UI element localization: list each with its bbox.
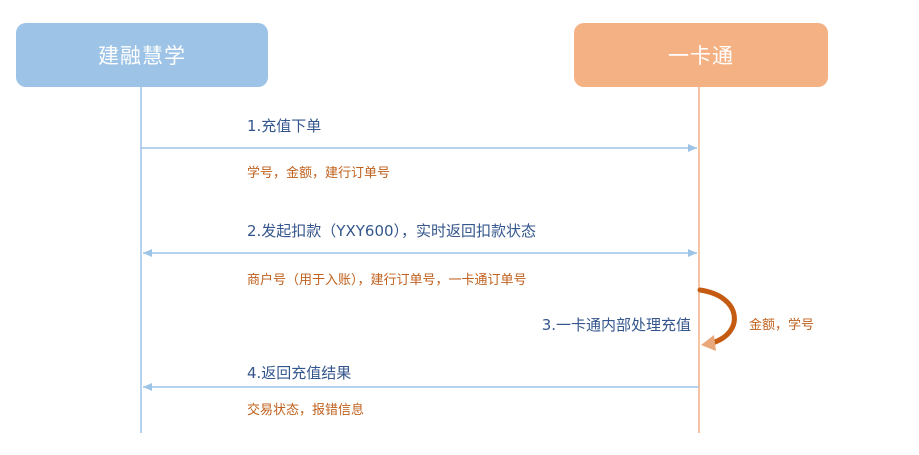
participant-box-yikatong: 一卡通 — [574, 23, 828, 87]
message-3-self-arrow — [697, 287, 737, 346]
message-2-title: 2.发起扣款（YXY600），实时返回扣款状态 — [247, 222, 536, 240]
message-2-note: 商户号（用于入账），建行订单号，一卡通订单号 — [247, 272, 527, 288]
participant-box-jianrong: 建融慧学 — [16, 23, 268, 87]
message-1-title: 1.充值下单 — [247, 117, 321, 135]
message-4-title: 4.返回充值结果 — [247, 364, 351, 382]
message-3-arrowhead — [701, 335, 716, 351]
message-3-note: 金额，学号 — [749, 317, 814, 333]
message-4-note: 交易状态，报错信息 — [247, 402, 364, 418]
participant-label-jianrong: 建融慧学 — [98, 44, 186, 68]
message-3-title: 3.一卡通内部处理充值 — [542, 316, 691, 334]
participant-label-yikatong: 一卡通 — [668, 44, 734, 68]
message-1-note: 学号，金额，建行订单号 — [247, 165, 390, 181]
